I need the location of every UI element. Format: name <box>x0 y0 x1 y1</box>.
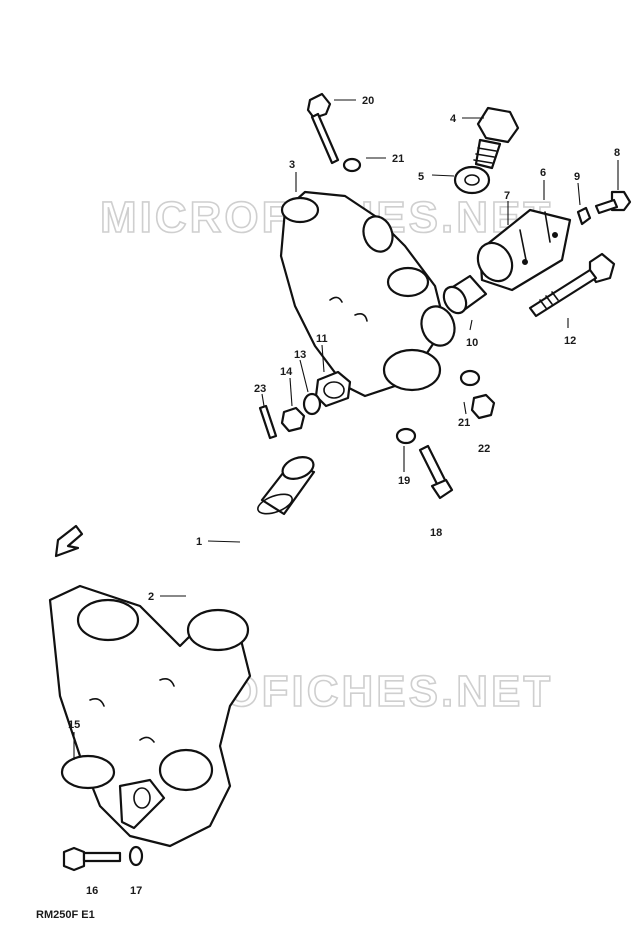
washer-19 <box>395 427 417 445</box>
sleeve-6-7 <box>476 208 572 292</box>
label-4: 4 <box>450 113 457 125</box>
label-10: 10 <box>466 337 478 349</box>
part-labels: 20 4 21 3 5 6 9 8 7 12 10 11 13 14 23 21… <box>68 95 620 897</box>
washer-13 <box>302 392 322 416</box>
label-19: 19 <box>398 475 410 487</box>
label-7: 7 <box>504 190 510 202</box>
bolt-4 <box>473 106 520 170</box>
bolt-8 <box>594 190 632 215</box>
label-16: 16 <box>86 885 98 897</box>
nut-14 <box>280 406 306 433</box>
bushing-11 <box>314 370 352 408</box>
pipe-1 <box>257 456 316 516</box>
label-13: 13 <box>294 349 306 361</box>
label-22: 22 <box>478 443 490 455</box>
label-20: 20 <box>362 95 374 107</box>
label-5: 5 <box>418 171 424 183</box>
label-14: 14 <box>280 366 293 378</box>
label-21-top: 21 <box>392 153 404 165</box>
label-18: 18 <box>430 527 442 539</box>
bolt-20 <box>306 92 340 165</box>
label-1: 1 <box>196 536 202 548</box>
washer-17 <box>128 845 144 867</box>
washer-21-right <box>459 369 481 387</box>
bolt-18 <box>418 444 454 500</box>
label-9: 9 <box>574 171 580 183</box>
label-21-right: 21 <box>458 417 470 429</box>
clamp-15 <box>118 778 166 830</box>
lower-housing-2 <box>48 584 252 848</box>
clip-9 <box>576 206 592 226</box>
label-8: 8 <box>614 147 620 159</box>
nut-22 <box>470 393 496 420</box>
diagram-code: RM250F E1 <box>36 909 95 921</box>
pin-23 <box>258 404 278 440</box>
label-17: 17 <box>130 885 142 897</box>
label-12: 12 <box>564 335 576 347</box>
leader-lines <box>73 99 619 760</box>
bushing-10 <box>442 274 488 315</box>
label-2: 2 <box>148 591 154 603</box>
bolt-16 <box>62 846 122 872</box>
label-6: 6 <box>540 167 546 179</box>
label-23: 23 <box>254 383 266 395</box>
bushing-5 <box>453 165 491 195</box>
washer-21-top <box>342 157 362 173</box>
direction-arrow-icon <box>54 524 84 558</box>
bolt-12 <box>528 252 616 318</box>
label-15: 15 <box>68 719 80 731</box>
label-11: 11 <box>316 333 328 345</box>
label-3: 3 <box>289 159 295 171</box>
